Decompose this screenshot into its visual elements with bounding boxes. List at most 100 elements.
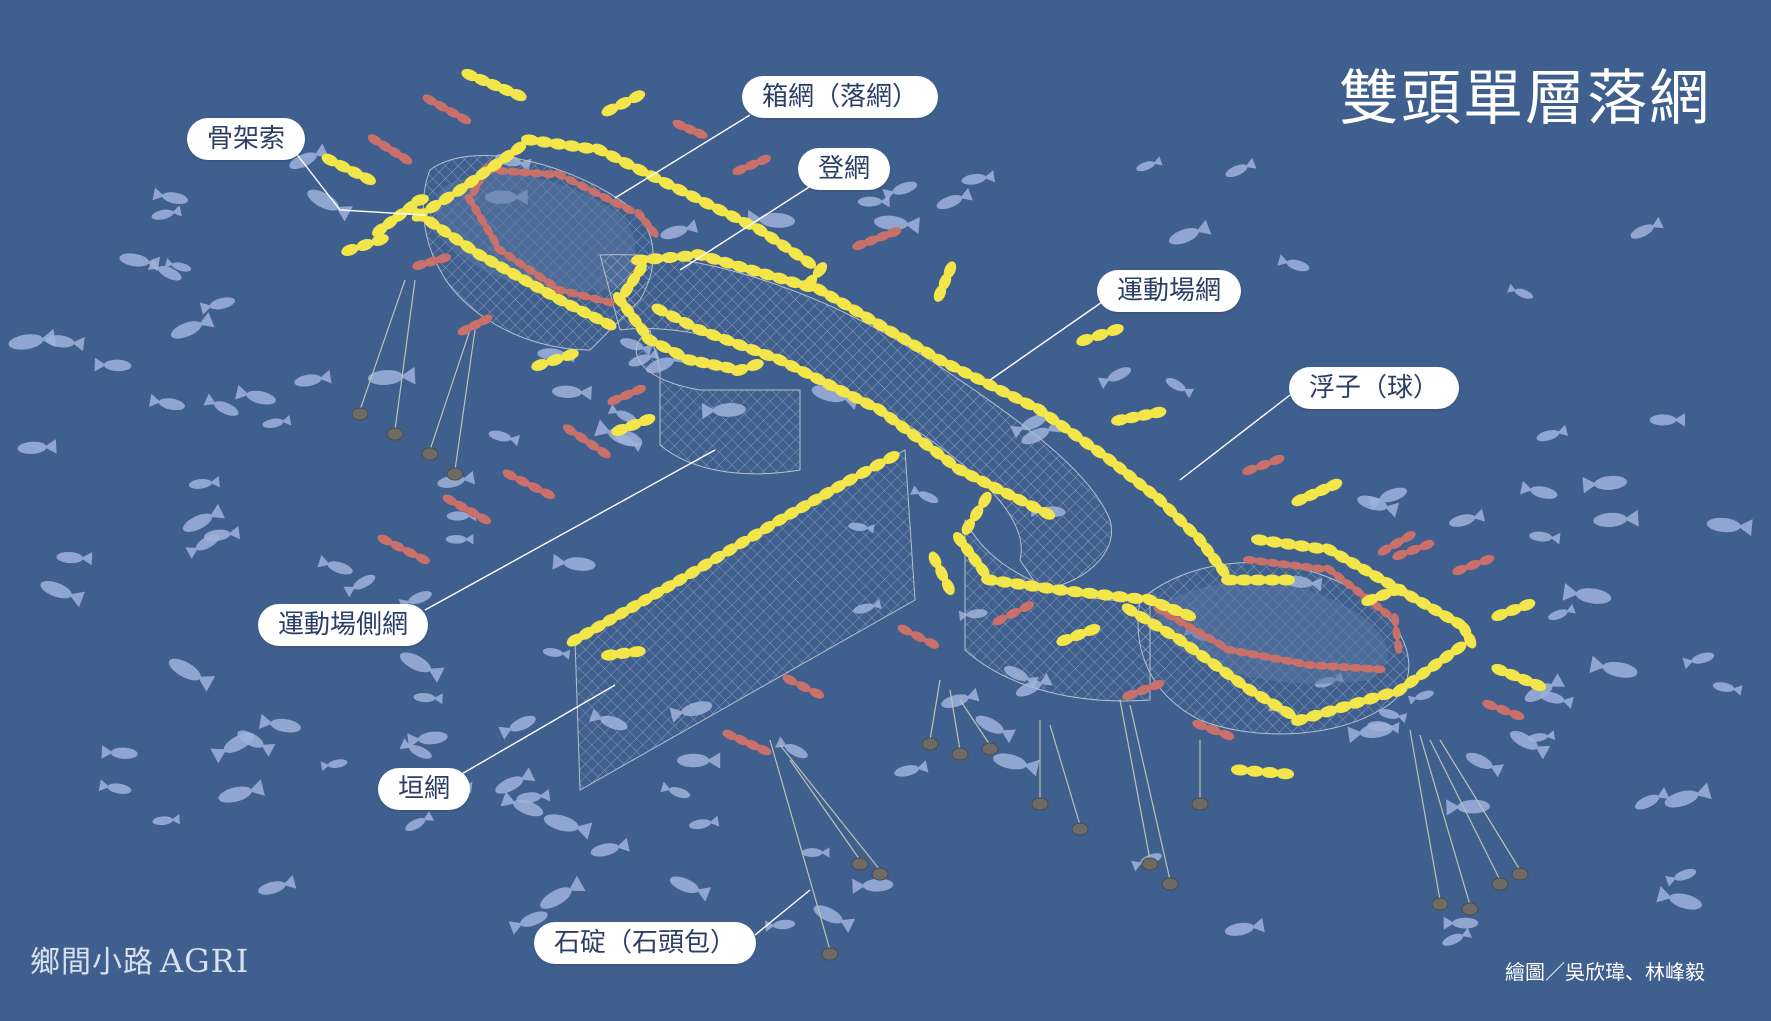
red-buoy-segment (1452, 554, 1495, 576)
fish-icon (445, 534, 474, 545)
red-buoy-segment (502, 469, 555, 500)
label-skeleton-rope: 骨架索 (187, 118, 306, 160)
fish-icon (1649, 413, 1686, 427)
sinker-stone-icon (981, 742, 999, 756)
fish-icon (343, 574, 376, 598)
fish-icon (1407, 690, 1434, 705)
fish-icon (1519, 480, 1558, 499)
fish-icon (1712, 682, 1743, 696)
fish-icon (237, 730, 276, 757)
anchor-rope (789, 759, 861, 861)
fish-icon (152, 814, 181, 826)
red-buoy-segment (782, 674, 825, 699)
red-buoy-segment (897, 624, 940, 649)
fish-icon (170, 312, 215, 339)
fish-icon (399, 738, 432, 759)
anchor-rope (1129, 704, 1171, 881)
diagram-title: 雙頭單層落網 (1339, 64, 1711, 134)
fish-icon (936, 187, 973, 210)
red-rim-right-lower (1153, 605, 1386, 674)
fish-icon (101, 745, 138, 759)
anchor-rope (394, 279, 416, 431)
float-line (461, 68, 527, 102)
float-line (1361, 583, 1406, 607)
sinker-stone-icon (821, 947, 839, 961)
anchor-rope (959, 699, 991, 746)
red-buoy-segment (722, 729, 772, 756)
fish-icon (8, 328, 57, 350)
fish-icon (188, 476, 220, 489)
fish-icon (660, 219, 699, 240)
anchor-rope (359, 279, 406, 411)
fish-icon (1582, 475, 1628, 494)
fish-icon (910, 485, 939, 504)
sinker-stone-icon (1491, 877, 1509, 891)
anchor-rope (429, 329, 471, 451)
fish-icon (1529, 531, 1561, 545)
fish-icon (98, 779, 132, 794)
fish-icon (262, 414, 292, 428)
fish-icon (1443, 916, 1479, 930)
fish-icon (218, 779, 265, 803)
float-line (1491, 598, 1536, 622)
anchor-rope (1049, 724, 1081, 826)
fish-icon (1446, 799, 1490, 816)
fish-icon (1562, 582, 1612, 604)
logo-chinese: 鄉間小路 (30, 945, 154, 980)
illustration-credit: 繪圖／吳欣瑋、林峰毅 (1505, 960, 1705, 984)
fish-icon (307, 189, 353, 222)
fish-icon (405, 811, 435, 831)
label-leader-lines (291, 114, 1291, 936)
sinker-stone-icon (1141, 857, 1159, 871)
float-line (566, 451, 900, 647)
logo-latin: AGRI (160, 942, 250, 980)
fish-icon (894, 760, 929, 777)
fish-icon (813, 905, 856, 933)
fish-icon (17, 439, 57, 454)
sinker-stone-icon (1161, 877, 1179, 891)
sinker-stone-icon (871, 867, 889, 881)
anchor-rope (1439, 739, 1521, 871)
fish-icon (258, 875, 297, 895)
fish-icon (1449, 508, 1486, 527)
fish-icon (874, 215, 920, 234)
fish-icon (151, 205, 182, 220)
sinker-stone-icon (421, 447, 439, 461)
red-buoy-segment (852, 227, 902, 251)
float-line (531, 349, 579, 371)
sinker-stone-icon (951, 747, 969, 761)
label-sinker: 石碇（石頭包） (534, 922, 757, 964)
fish-icon (317, 554, 353, 575)
fish-icon (1548, 603, 1576, 621)
fish-icon (1656, 886, 1702, 910)
fish-icon (552, 553, 596, 571)
float-line (613, 261, 764, 376)
red-buoy-segment (442, 494, 492, 525)
fish-icon (294, 369, 332, 387)
red-buoy-segment (992, 601, 1035, 626)
sinker-stone-icon (1191, 797, 1209, 811)
label-playground-side-net: 運動場側網 (258, 604, 429, 646)
fish-icon (1165, 377, 1195, 399)
fish-icon (882, 181, 918, 202)
label-playground-net: 運動場網 (1097, 270, 1242, 312)
fish-icon (660, 781, 691, 799)
label-leader-net: 垣網 (378, 768, 471, 810)
float-line (1251, 534, 1467, 630)
fish-icon (168, 658, 216, 692)
anchor-rope (769, 739, 831, 951)
red-buoy-segment (1122, 679, 1165, 701)
fish-icon (500, 791, 544, 817)
float-line (1076, 324, 1124, 346)
red-buoy-segment (1242, 454, 1285, 476)
fish-icon (1536, 424, 1569, 442)
red-buoy-segment (607, 384, 646, 406)
playground-side-net (635, 329, 801, 475)
fish-icon (1682, 652, 1715, 669)
float-line (321, 153, 376, 186)
float-line (372, 194, 429, 237)
anchor-rope (1419, 734, 1471, 906)
fish-icon (542, 648, 571, 660)
